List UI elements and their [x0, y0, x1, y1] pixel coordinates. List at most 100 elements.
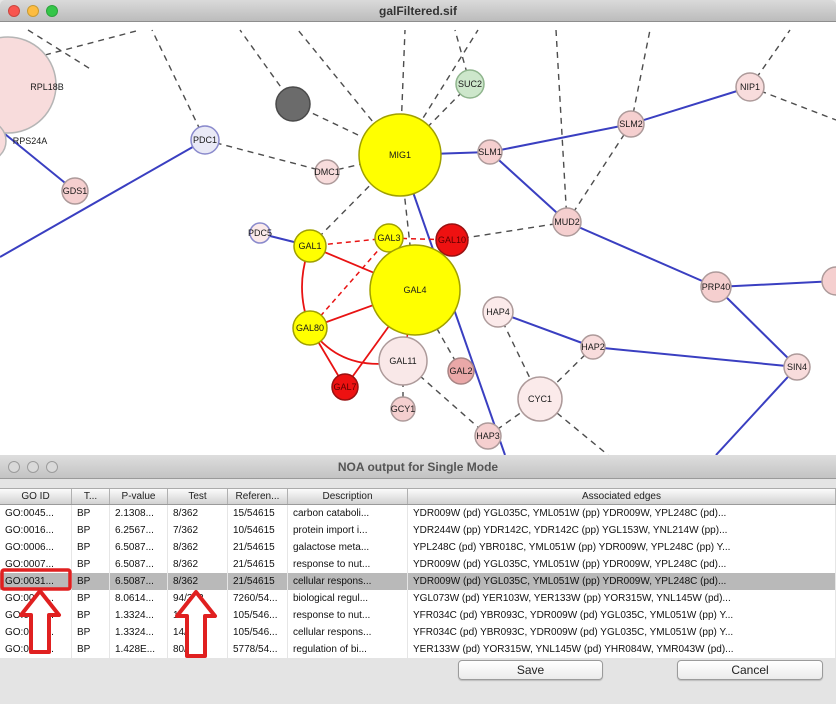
close-button-icon[interactable]	[8, 5, 20, 17]
node-GCY1[interactable]	[390, 396, 416, 422]
node-GAL1[interactable]	[293, 229, 327, 263]
graph-edge	[715, 286, 798, 368]
table-cell: YER133W (pd) YOR315W, YNL145W (pd) YHR08…	[408, 641, 836, 658]
node-DMC1[interactable]	[314, 159, 340, 185]
node-HAP2[interactable]	[580, 334, 606, 360]
table-cell: 21/54615	[228, 539, 288, 556]
save-button[interactable]: Save	[458, 660, 603, 680]
column-header-4[interactable]: Referen...	[228, 489, 288, 504]
table-cell: response to nut...	[288, 556, 408, 573]
column-header-2[interactable]: P-value	[110, 489, 168, 504]
graph-edge	[497, 311, 594, 348]
node-label-GAL3: GAL3	[377, 233, 400, 243]
graph-edge	[592, 346, 798, 368]
node-dark-node[interactable]	[275, 86, 311, 122]
table-cell: GO:0065...	[0, 590, 72, 607]
table-cell: 2.1308...	[110, 505, 168, 522]
traffic-lights-inactive	[8, 461, 58, 473]
zoom-button-icon[interactable]	[46, 5, 58, 17]
node-GAL7[interactable]	[331, 373, 359, 401]
table-cell: response to nut...	[288, 607, 408, 624]
node-NIP1[interactable]	[735, 72, 765, 102]
table-cell: YGL073W (pd) YER103W, YER133W (pp) YOR31…	[408, 590, 836, 607]
table-cell: YDR244W (pp) YDR142C, YDR142C (pp) YGL15…	[408, 522, 836, 539]
node-MIG1[interactable]	[358, 113, 442, 197]
graph-edge	[451, 221, 568, 241]
minimize-button-icon[interactable]	[27, 5, 39, 17]
node-HAP4[interactable]	[482, 296, 514, 328]
node-GDS1[interactable]	[61, 177, 89, 205]
table-cell: 7260/54...	[228, 590, 288, 607]
node-right-edge-node[interactable]	[821, 266, 836, 296]
node-label-GAL80: GAL80	[296, 323, 324, 333]
node-GAL11[interactable]	[378, 336, 428, 386]
node-GAL10[interactable]	[435, 223, 469, 257]
node-CYC1[interactable]	[517, 376, 563, 422]
table-cell: 7/362	[168, 522, 228, 539]
table-cell: 8/362	[168, 573, 228, 590]
node-GAL80[interactable]	[292, 310, 328, 346]
node-GAL4[interactable]	[369, 244, 461, 336]
minimize-button-icon[interactable]	[27, 461, 39, 473]
node-SLM2[interactable]	[617, 110, 645, 138]
network-canvas[interactable]: RPL18BRPS24AGDS1PDC1DMC1MIG1SUC2SLM1SLM2…	[0, 22, 836, 455]
table-cell: 80/362	[168, 641, 228, 658]
node-PDC5[interactable]	[249, 222, 271, 244]
node-SLM1[interactable]	[477, 139, 503, 165]
node-SUC2[interactable]	[455, 69, 485, 99]
table-cell: 105/546...	[228, 624, 288, 641]
node-GAL2[interactable]	[447, 357, 475, 385]
graph-edge	[151, 29, 206, 141]
node-label-GCY1: GCY1	[391, 404, 416, 414]
column-header-6[interactable]: Associated edges	[408, 489, 836, 504]
table-cell: 8/362	[168, 556, 228, 573]
node-label-GAL11: GAL11	[389, 356, 416, 366]
node-GAL3[interactable]	[374, 223, 404, 253]
graph-window-titlebar[interactable]: galFiltered.sif	[0, 0, 836, 22]
zoom-button-icon[interactable]	[46, 461, 58, 473]
graph-edge	[44, 29, 141, 56]
graph-edge	[715, 366, 798, 455]
column-header-1[interactable]: T...	[72, 489, 110, 504]
node-label-GDS1: GDS1	[63, 186, 88, 196]
graph-edge	[749, 86, 836, 121]
graph-edge	[489, 151, 568, 223]
table-cell: BP	[72, 539, 110, 556]
noa-window-titlebar[interactable]: NOA output for Single Mode	[0, 455, 836, 479]
cancel-button[interactable]: Cancel	[677, 660, 823, 680]
table-cell: GO:0006...	[0, 539, 72, 556]
table-cell: cellular respons...	[288, 624, 408, 641]
node-label-GAL10: GAL10	[438, 235, 466, 245]
close-button-icon[interactable]	[8, 461, 20, 473]
graph-window-title: galFiltered.sif	[378, 4, 458, 18]
table-cell: 14/362	[168, 607, 228, 624]
table-cell: 94/362	[168, 590, 228, 607]
table-cell: BP	[72, 641, 110, 658]
node-label-NIP1: NIP1	[740, 82, 760, 92]
table-cell: GO:0031...	[0, 624, 72, 641]
node-PRP40[interactable]	[700, 271, 732, 303]
table-cell: YPL248C (pd) YBR018C, YML051W (pp) YDR00…	[408, 539, 836, 556]
node-PDC1[interactable]	[190, 125, 220, 155]
node-RPS24A[interactable]	[0, 121, 7, 161]
column-header-3[interactable]: Test	[168, 489, 228, 504]
table-cell: YFR034C (pd) YBR093C, YDR009W (pd) YGL03…	[408, 624, 836, 641]
node-RPL18B[interactable]	[0, 36, 57, 134]
node-MUD2[interactable]	[552, 207, 582, 237]
node-HAP3[interactable]	[474, 422, 502, 450]
graph-edge	[309, 237, 390, 329]
column-header-5[interactable]: Description	[288, 489, 408, 504]
node-SIN4[interactable]	[783, 353, 811, 381]
table-cell: YDR009W (pd) YGL035C, YML051W (pp) YDR00…	[408, 573, 836, 590]
column-header-0[interactable]: GO ID	[0, 489, 72, 504]
